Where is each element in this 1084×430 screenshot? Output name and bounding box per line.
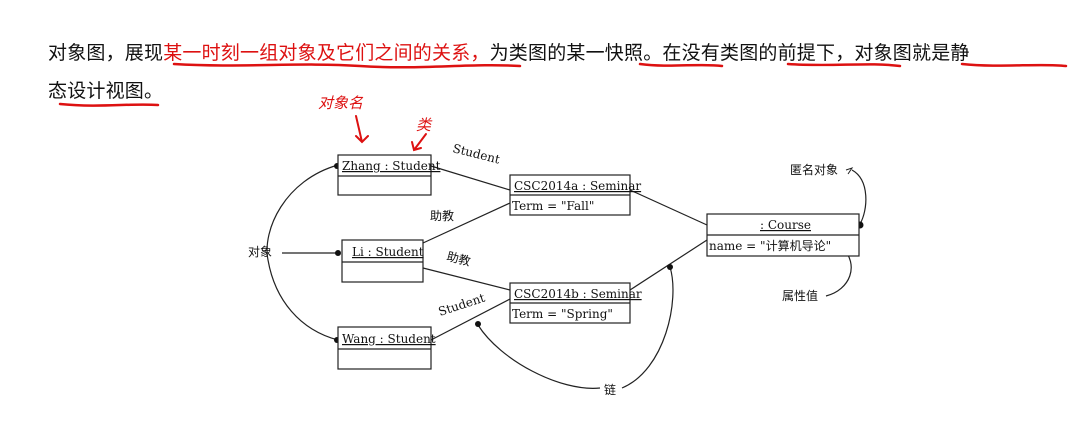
callout-link-2 xyxy=(621,266,674,389)
underline-2 xyxy=(638,62,724,68)
link-label-li-assist-a: 助教 xyxy=(430,208,454,223)
arrowhead-anonymous xyxy=(845,167,854,175)
object-course-name: : Course xyxy=(760,218,811,232)
underline-4 xyxy=(960,62,1068,68)
paragraph-text-3: 态设计视图。 xyxy=(48,80,164,102)
paragraph-text-1: 对象图，展现 xyxy=(48,42,164,64)
arrow-class xyxy=(411,133,427,152)
link-label-zhang-student: Student xyxy=(451,141,501,166)
object-zhang-name: Zhang : Student xyxy=(342,159,441,173)
object-csc2014b-name: CSC2014b : Seminar xyxy=(514,287,642,301)
paragraph-text-2: 为类图的某一快照。在没有类图的前提下，对象图就是静 xyxy=(489,42,970,64)
box-wang xyxy=(337,326,432,370)
object-boxes xyxy=(337,154,860,370)
underline-5 xyxy=(58,102,160,107)
underline-3 xyxy=(786,62,902,68)
object-wang-name: Wang : Student xyxy=(342,332,436,346)
callout-anonymous xyxy=(851,169,867,225)
callout-anonymous-object: 匿名对象 xyxy=(790,162,838,177)
object-course-attr: name = "计算机导论" xyxy=(709,238,831,253)
handwritten-underlines xyxy=(58,62,1068,107)
link-wang-csc2014b xyxy=(430,298,511,341)
link-label-li-assist-b: 助教 xyxy=(445,248,472,268)
object-csc2014b-attr: Term = "Spring" xyxy=(512,307,613,321)
callout-object: 对象 xyxy=(248,245,272,259)
dot-li xyxy=(335,250,341,256)
callout-link-1 xyxy=(477,324,601,389)
annotation-object-name: 对象名 xyxy=(318,94,364,112)
link-li-csc2014a xyxy=(422,202,511,244)
underline-1 xyxy=(172,62,522,69)
object-csc2014a-name: CSC2014a : Seminar xyxy=(514,179,641,193)
callout-lines xyxy=(266,164,867,389)
paragraph-highlight: 某一时刻一组对象及它们之间的关系， xyxy=(163,42,490,64)
callout-object-curve xyxy=(266,164,339,341)
link-csc2014a-course xyxy=(629,189,708,226)
callout-attribute-value: 属性值 xyxy=(782,288,818,303)
box-li xyxy=(341,239,424,283)
annotation-class: 类 xyxy=(416,116,433,134)
box-zhang xyxy=(337,154,432,196)
callout-link: 链 xyxy=(604,382,616,397)
arrow-object-name xyxy=(355,115,369,144)
annotation-arrows xyxy=(355,115,427,351)
dot-link-2 xyxy=(667,264,673,270)
object-li-name: Li : Student xyxy=(352,245,424,259)
description-paragraph: 对象图，展现某一时刻一组对象及它们之间的关系，为类图的某一快照。在没有类图的前提… xyxy=(48,34,1068,110)
object-csc2014a-attr: Term = "Fall" xyxy=(512,199,594,213)
link-li-csc2014b xyxy=(422,267,511,291)
link-zhang-csc2014a xyxy=(430,165,511,191)
dot-link-1 xyxy=(475,321,481,327)
